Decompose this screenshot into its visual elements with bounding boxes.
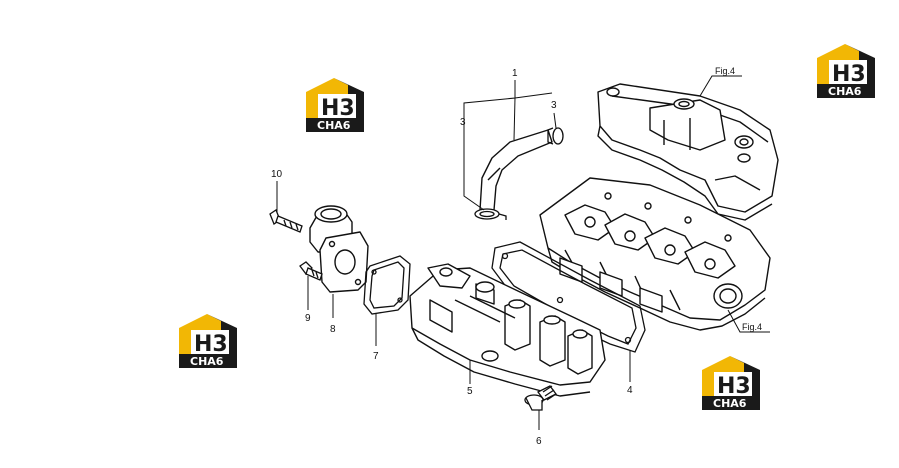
watermark-brand-text: CHA6 [317, 119, 351, 132]
leader-lines [276, 75, 770, 430]
watermark-logo-mid-left: H3 CHA6 [179, 314, 237, 368]
callout-3-left: 3 [460, 117, 466, 128]
watermark-logo-text: H3 [832, 62, 866, 87]
thermostat-cover-part-8 [309, 205, 369, 293]
callout-3-right: 3 [551, 100, 557, 111]
watermark-brand-text: CHA6 [713, 397, 747, 410]
hose-clamp-lower [474, 208, 507, 220]
callout-4: 4 [627, 385, 633, 396]
callout-7: 7 [373, 351, 379, 362]
callout-8: 8 [330, 324, 336, 335]
bolt-part-10 [269, 209, 303, 233]
gasket-part-7 [363, 255, 411, 315]
watermark-brand-text: CHA6 [190, 355, 224, 368]
hose-clamp-upper [547, 127, 564, 145]
watermark-brand-text: CHA6 [828, 85, 862, 98]
callout-10: 10 [271, 169, 283, 180]
cylinder-head [539, 177, 771, 331]
callout-1: 1 [512, 68, 518, 79]
water-hose-part-1 [479, 129, 553, 211]
watermark-logo-top-right: H3 CHA6 [817, 44, 875, 98]
watermark-logo-text: H3 [717, 374, 751, 399]
cylinder-head-cover [597, 83, 779, 221]
callout-5: 5 [467, 386, 473, 397]
watermark-logo-text: H3 [194, 332, 228, 357]
intake-manifold [409, 263, 606, 397]
fig-ref-upper: Fig.4 [715, 66, 735, 76]
callout-6: 6 [536, 436, 542, 447]
bolt-part-9 [299, 261, 323, 281]
watermark-logo-bottom-right: H3 CHA6 [702, 356, 760, 410]
watermark-logo-top-left: H3 CHA6 [306, 78, 364, 132]
callout-9: 9 [305, 313, 311, 324]
fig-ref-lower: Fig.4 [742, 322, 762, 332]
watermark-logo-text: H3 [321, 96, 355, 121]
bolt-part-6 [524, 385, 557, 411]
